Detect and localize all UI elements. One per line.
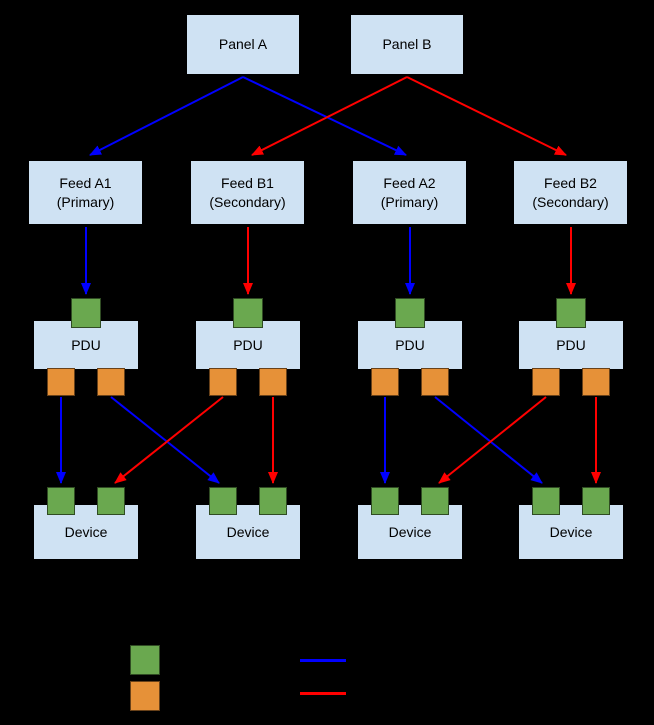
device4-label: Device <box>549 523 593 540</box>
feed-b1-node: Feed B1 (Secondary) <box>190 160 305 225</box>
pdu4-output-port-left <box>532 368 560 396</box>
device4-input-port-left <box>532 487 560 515</box>
device1-input-port-left <box>47 487 75 515</box>
feed-b2-node: Feed B2 (Secondary) <box>513 160 628 225</box>
panel-a-node: Panel A <box>186 14 300 75</box>
panel-b-label: Panel B <box>382 36 432 52</box>
arrow-panel-a-to-feed-a2 <box>242 76 407 156</box>
panel-a-label: Panel A <box>218 36 268 52</box>
feed-a1-node: Feed A1 (Primary) <box>28 160 143 225</box>
feed-a2-node: Feed A2 (Primary) <box>352 160 467 225</box>
arrow-panel-b-to-feed-b1 <box>251 76 408 156</box>
arrow-panel-a-to-feed-a1 <box>89 76 244 156</box>
device3-input-port-right <box>421 487 449 515</box>
legend-orange-swatch <box>130 681 160 711</box>
legend-blue-line <box>300 659 346 662</box>
device2-input-port-left <box>209 487 237 515</box>
device3-input-port-left <box>371 487 399 515</box>
pdu3-label: PDU <box>395 336 425 353</box>
device2-input-port-right <box>259 487 287 515</box>
feed-a1-role: (Primary) <box>56 193 115 210</box>
pdu3-input-port <box>395 298 425 328</box>
device3-label: Device <box>388 523 432 540</box>
feed-b1-name: Feed B1 <box>221 174 274 191</box>
pdu2-input-port <box>233 298 263 328</box>
panel-b-node: Panel B <box>350 14 464 75</box>
arrow-pdu4-to-device3 <box>438 396 547 484</box>
feed-b2-name: Feed B2 <box>544 174 597 191</box>
device1-input-port-right <box>97 487 125 515</box>
pdu4-node: PDU <box>518 320 624 370</box>
feed-a2-name: Feed A2 <box>383 174 436 191</box>
feed-b1-role: (Secondary) <box>209 193 286 210</box>
pdu2-output-port-left <box>209 368 237 396</box>
arrow-panel-b-to-feed-b2 <box>406 76 567 156</box>
pdu1-node: PDU <box>33 320 139 370</box>
arrow-pdu3-to-device4 <box>434 396 543 484</box>
pdu2-node: PDU <box>195 320 301 370</box>
legend-green-swatch <box>130 645 160 675</box>
pdu3-node: PDU <box>357 320 463 370</box>
arrow-pdu1-to-device2 <box>110 396 220 484</box>
pdu4-label: PDU <box>556 336 586 353</box>
pdu1-input-port <box>71 298 101 328</box>
legend-red-line <box>300 692 346 695</box>
pdu3-output-port-right <box>421 368 449 396</box>
device2-label: Device <box>226 523 270 540</box>
arrow-pdu2-to-device1 <box>114 396 224 484</box>
pdu3-output-port-left <box>371 368 399 396</box>
feed-a2-role: (Primary) <box>380 193 439 210</box>
device1-label: Device <box>64 523 108 540</box>
pdu1-label: PDU <box>71 336 101 353</box>
pdu4-output-port-right <box>582 368 610 396</box>
pdu2-output-port-right <box>259 368 287 396</box>
pdu1-output-port-left <box>47 368 75 396</box>
pdu4-input-port <box>556 298 586 328</box>
feed-b2-role: (Secondary) <box>532 193 609 210</box>
pdu1-output-port-right <box>97 368 125 396</box>
feed-a1-name: Feed A1 <box>59 174 112 191</box>
device4-input-port-right <box>582 487 610 515</box>
pdu2-label: PDU <box>233 336 263 353</box>
